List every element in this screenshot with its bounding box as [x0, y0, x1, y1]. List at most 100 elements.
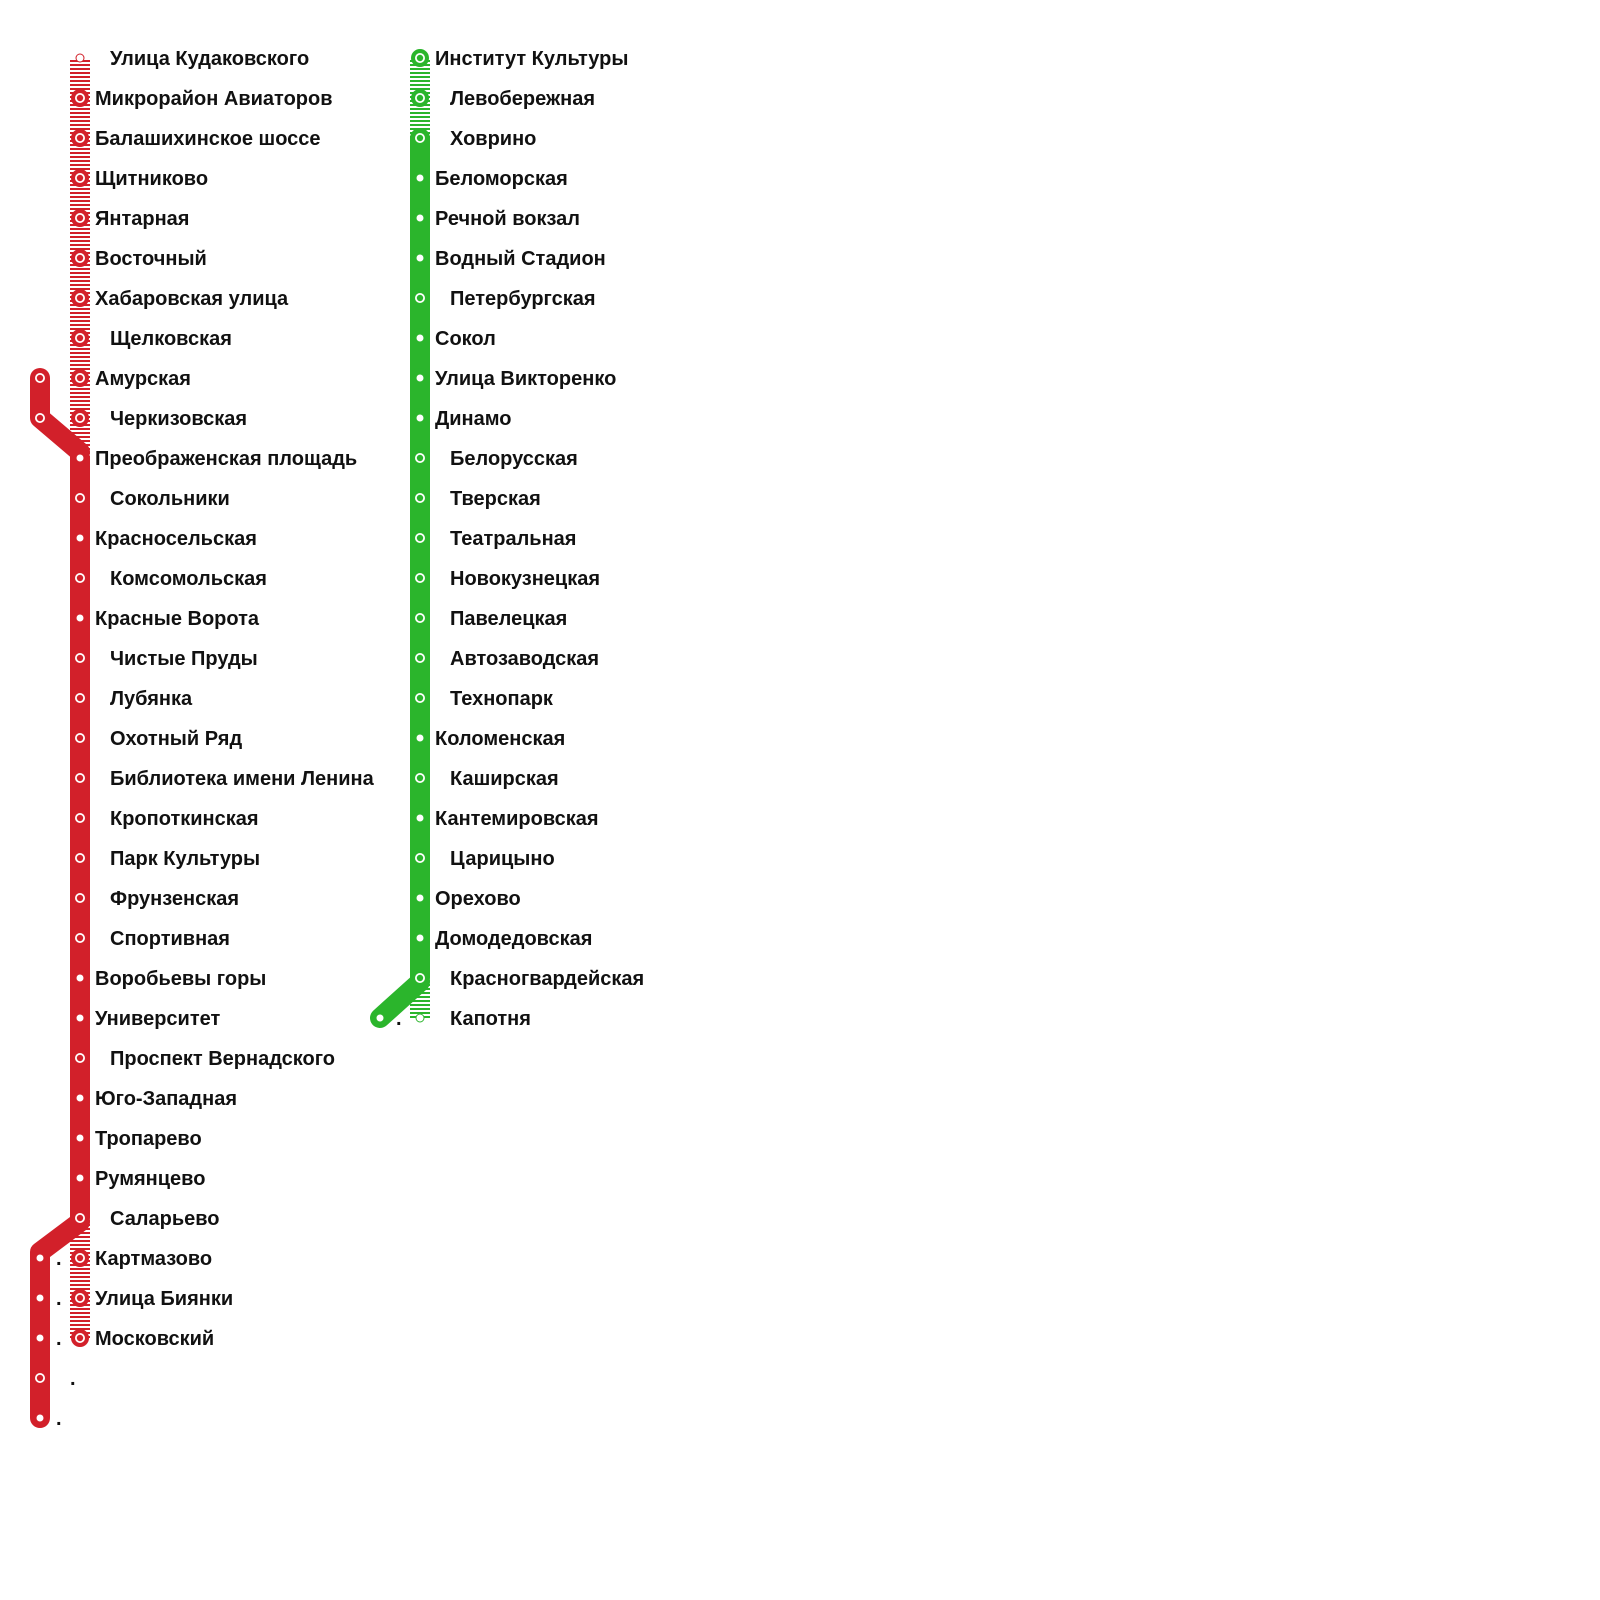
green-line-station-19-dot-marker[interactable] — [415, 813, 425, 823]
green-line-station-24-dot-marker[interactable] — [415, 1013, 425, 1023]
red-line-station-30-label[interactable]: Картмазово — [95, 1248, 212, 1270]
red-line-station-25-label[interactable]: Проспект Вернадского — [110, 1048, 335, 1070]
red-line-station-17-label[interactable]: Охотный Ряд — [110, 728, 242, 750]
red-line-station-9-label[interactable]: Черкизовская — [110, 408, 247, 430]
red-line-station-4-label[interactable]: Янтарная — [95, 208, 189, 230]
green-line-station-11-label[interactable]: Тверская — [450, 488, 541, 510]
red-south-branch-station-2-dot-marker[interactable] — [35, 1333, 45, 1343]
red-line-station-23-dot-marker[interactable] — [75, 973, 85, 983]
green-line-station-21-label[interactable]: Орехово — [435, 888, 521, 910]
green-line-station-22-dot-marker[interactable] — [415, 933, 425, 943]
red-line-station-18-label[interactable]: Библиотека имени Ленина — [110, 768, 375, 790]
red-line-station-22-label[interactable]: Спортивная — [110, 928, 230, 950]
green-line-station-7-dot-marker[interactable] — [415, 333, 425, 343]
red-line-station-28-dot-marker[interactable] — [75, 1173, 85, 1183]
red-south-branch-station-1-dot-marker[interactable] — [35, 1293, 45, 1303]
red-south-branch-station-0-dot-marker[interactable] — [35, 1253, 45, 1263]
green-line-station-16-ring-center — [416, 694, 424, 702]
green-branch-station-0-dot-marker[interactable] — [375, 1013, 385, 1023]
red-line-station-1-label[interactable]: Микрорайон Авиаторов — [95, 88, 333, 110]
green-line-station-3-dot-marker[interactable] — [415, 173, 425, 183]
red-line-station-26-label[interactable]: Юго-Западная — [95, 1088, 237, 1110]
red-line-station-24-label[interactable]: Университет — [95, 1008, 220, 1030]
green-line-station-4-label[interactable]: Речной вокзал — [435, 208, 580, 230]
red-line-station-26-dot-marker[interactable] — [75, 1093, 85, 1103]
red-line-station-21-label[interactable]: Фрунзенская — [110, 888, 239, 910]
green-line-station-1-label[interactable]: Левобережная — [450, 88, 595, 110]
green-line-station-15-label[interactable]: Автозаводская — [450, 648, 599, 670]
red-line-station-28-label[interactable]: Румянцево — [95, 1168, 205, 1190]
green-line-station-14-label[interactable]: Павелецкая — [450, 608, 567, 630]
red-line-station-14-label[interactable]: Красные Ворота — [95, 608, 260, 630]
red-line-station-29-ring-center — [76, 1214, 84, 1222]
green-line-station-10-label[interactable]: Белорусская — [450, 448, 578, 470]
red-line-station-20-label[interactable]: Парк Культуры — [110, 848, 260, 870]
green-line-station-5-dot-marker[interactable] — [415, 253, 425, 263]
green-line-station-19-label[interactable]: Кантемировская — [435, 808, 599, 830]
red-line-station-29-label[interactable]: Саларьево — [110, 1208, 220, 1230]
red-line-station-10-dot-marker[interactable] — [75, 453, 85, 463]
red-line-station-27-dot-marker[interactable] — [75, 1133, 85, 1143]
red-line-station-11-label[interactable]: Сокольники — [110, 488, 230, 510]
red-line-station-24-dot-marker[interactable] — [75, 1013, 85, 1023]
green-line-station-4-dot-marker[interactable] — [415, 213, 425, 223]
green-line-station-3-label[interactable]: Беломорская — [435, 168, 568, 190]
red-south-branch-station-4-dot-marker[interactable] — [35, 1413, 45, 1423]
green-line-station-0-label[interactable]: Институт Культуры — [435, 48, 628, 70]
red-line-station-19-ring-center — [76, 814, 84, 822]
red-line-station-7-label[interactable]: Щелковская — [110, 328, 232, 350]
green-line-station-2-label[interactable]: Ховрино — [450, 128, 536, 150]
red-line-segment — [70, 138, 90, 178]
red-line-station-32-label[interactable]: Московский — [95, 1328, 214, 1350]
red-line-station-8-label[interactable]: Амурская — [95, 368, 191, 390]
red-line-station-12-dot-marker[interactable] — [75, 533, 85, 543]
red-line-station-31-ring-center — [76, 1294, 84, 1302]
red-line-station-2-label[interactable]: Балашихинское шоссе — [95, 128, 321, 150]
red-line-station-27-label[interactable]: Тропарево — [95, 1128, 202, 1150]
red-south-branch-station-3-label[interactable]: . — [70, 1368, 76, 1390]
green-line-station-18-label[interactable]: Каширская — [450, 768, 559, 790]
green-line-station-12-label[interactable]: Театральная — [450, 528, 576, 550]
red-line-station-6-label[interactable]: Хабаровская улица — [95, 288, 289, 310]
red-line-station-14-dot-marker[interactable] — [75, 613, 85, 623]
red-south-branch-station-1-label[interactable]: . — [56, 1288, 62, 1310]
red-south-branch-station-0-label[interactable]: . — [56, 1248, 62, 1270]
red-line-station-13-label[interactable]: Комсомольская — [110, 568, 267, 590]
red-line-station-10-label[interactable]: Преображенская площадь — [95, 448, 357, 470]
green-line-station-24-label[interactable]: Капотня — [450, 1008, 531, 1030]
red-line-station-15-label[interactable]: Чистые Пруды — [110, 648, 258, 670]
green-line-station-23-label[interactable]: Красногвардейская — [450, 968, 644, 990]
red-south-branch-station-4-label[interactable]: . — [56, 1408, 62, 1430]
red-line-station-12-label[interactable]: Красносельская — [95, 528, 257, 550]
green-line-station-9-label[interactable]: Динамо — [435, 408, 512, 430]
red-south-branch-station-2-label[interactable]: . — [56, 1328, 62, 1350]
red-line-segment — [70, 58, 90, 98]
green-line-station-13-label[interactable]: Новокузнецкая — [450, 568, 600, 590]
red-line-station-32-ring-center — [76, 1334, 84, 1342]
green-line-station-7-label[interactable]: Сокол — [435, 328, 496, 350]
green-line-station-6-label[interactable]: Петербургская — [450, 288, 596, 310]
green-line-station-20-label[interactable]: Царицыно — [450, 848, 555, 870]
green-branch-station-0-label[interactable]: . — [396, 1008, 402, 1030]
red-line-station-5-label[interactable]: Восточный — [95, 248, 207, 270]
red-line-station-0-dot-marker[interactable] — [75, 53, 85, 63]
green-line-station-9-dot-marker[interactable] — [415, 413, 425, 423]
green-line-station-17-label[interactable]: Коломенская — [435, 728, 565, 750]
green-line-station-22-label[interactable]: Домодедовская — [435, 928, 592, 950]
green-line-station-21-dot-marker[interactable] — [415, 893, 425, 903]
red-line-station-31-label[interactable]: Улица Биянки — [95, 1288, 233, 1310]
green-line-station-16-label[interactable]: Технопарк — [450, 688, 554, 710]
red-line-station-3-label[interactable]: Щитниково — [95, 168, 208, 190]
green-line-station-5-label[interactable]: Водный Стадион — [435, 248, 606, 270]
green-line-station-17-dot-marker[interactable] — [415, 733, 425, 743]
green-line-station-13-ring-center — [416, 574, 424, 582]
red-line-station-3-ring-center — [76, 174, 84, 182]
red-line-station-16-label[interactable]: Лубянка — [110, 688, 193, 710]
red-line-station-19-label[interactable]: Кропоткинская — [110, 808, 259, 830]
green-line-station-8-label[interactable]: Улица Викторенко — [435, 368, 616, 390]
green-line-station-8-dot-marker[interactable] — [415, 373, 425, 383]
red-line-station-30-ring-center — [76, 1254, 84, 1262]
red-line-station-23-label[interactable]: Воробьевы горы — [95, 968, 266, 990]
red-line-station-0-label[interactable]: Улица Кудаковского — [110, 48, 309, 70]
